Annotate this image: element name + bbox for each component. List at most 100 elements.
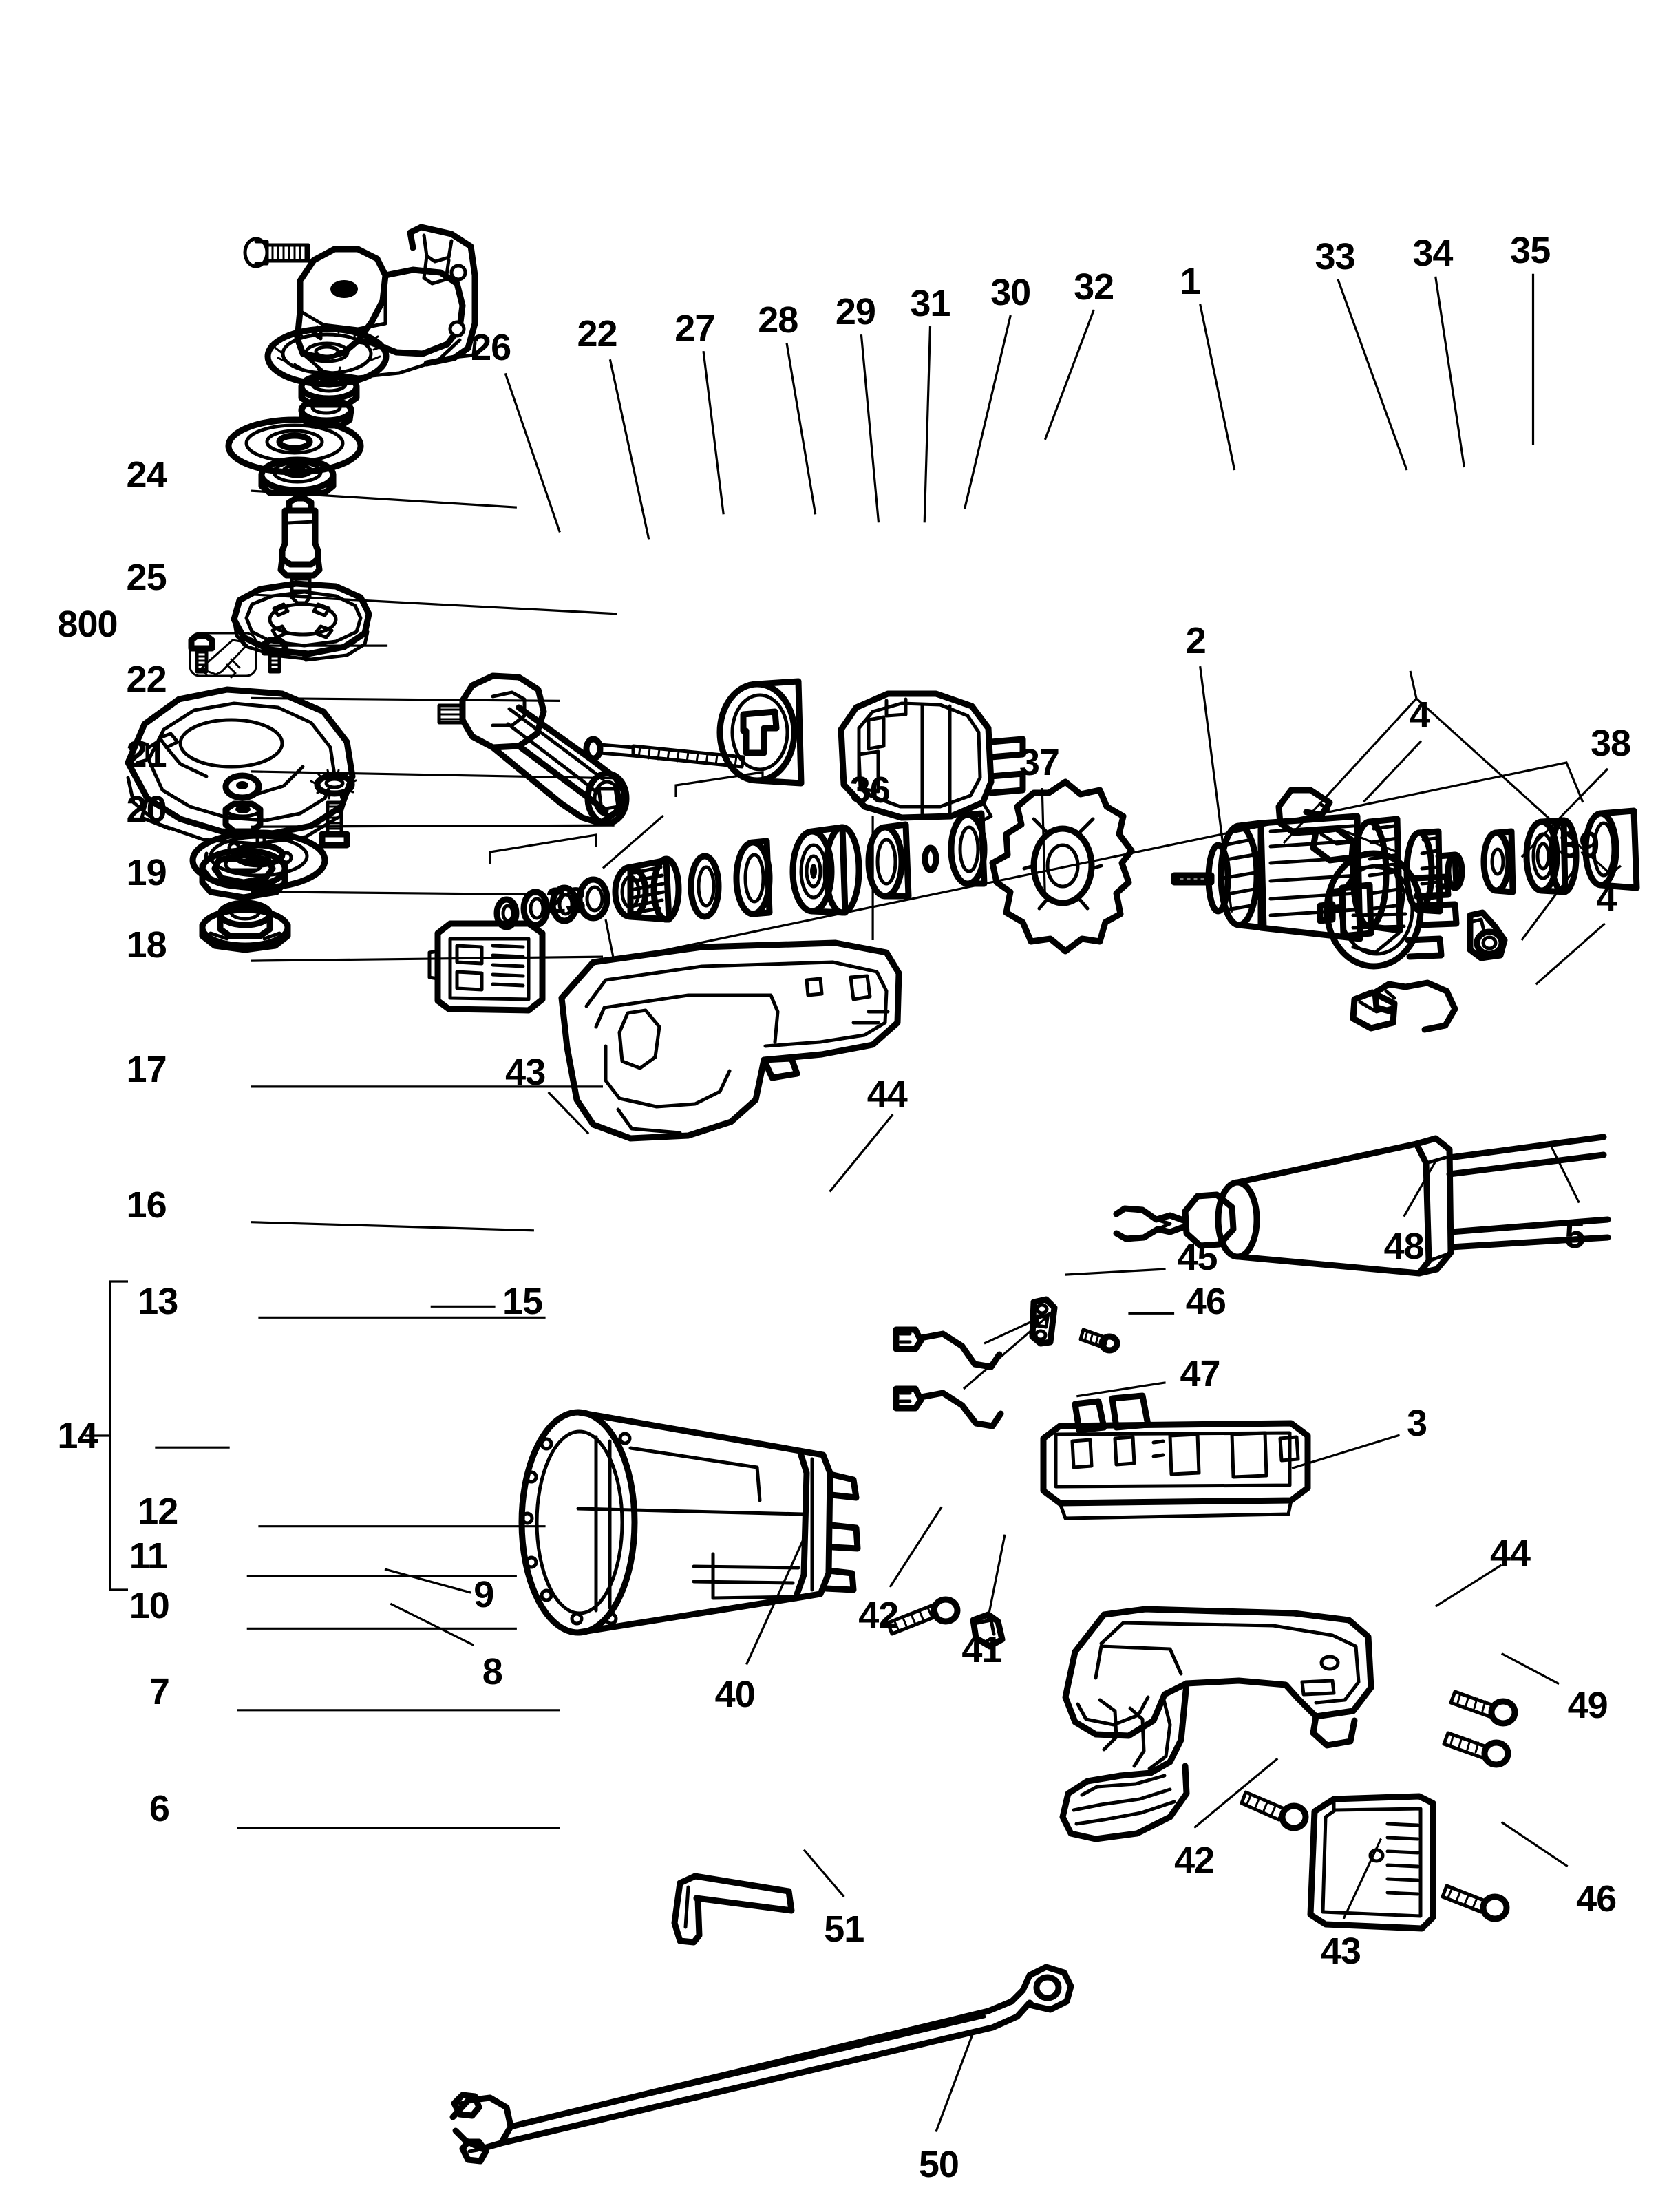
leader-43: [1342, 1838, 1382, 1919]
leader-4: [1363, 740, 1423, 803]
part-18-ball-bearing: [258, 456, 337, 496]
callout-41: 41: [961, 1629, 1002, 1671]
leader-18: [251, 955, 604, 962]
callout-25: 25: [126, 556, 167, 598]
leader-43: [547, 1091, 590, 1135]
callout-50: 50: [918, 2143, 959, 2185]
callout-6: 6: [149, 1788, 170, 1830]
callout-23: 23: [545, 880, 586, 922]
leader-42: [889, 1506, 943, 1588]
leader-44: [1434, 1564, 1502, 1608]
callout-31: 31: [910, 282, 950, 324]
part-32-fan: [989, 778, 1135, 955]
bracket-26: [489, 833, 597, 864]
part-22-pinion-gear: [612, 855, 682, 923]
part-11-flat-washer: [222, 772, 262, 801]
leader-50: [935, 2032, 975, 2133]
leader-28: [785, 342, 817, 515]
leader-42: [1193, 1757, 1279, 1829]
callout-43: 43: [1320, 1931, 1361, 1972]
part-35-bearing-cap: [1582, 807, 1640, 891]
part-6-backing-flange: [199, 900, 291, 953]
leader-25: [251, 593, 617, 615]
part-22-fan: [264, 325, 390, 387]
part-25-gear-case-cover: [294, 224, 478, 379]
leader-27: [702, 351, 725, 515]
callout-42: 42: [858, 1595, 899, 1637]
callout-35: 35: [1510, 230, 1551, 272]
callout-51: 51: [824, 1908, 864, 1950]
part-40-motor-housing: [518, 1409, 861, 1636]
part-42-screw-mid: [886, 1596, 961, 1636]
part-4-terminal-lead-lower: [1350, 979, 1458, 1033]
leader-48: [1403, 1160, 1437, 1217]
callout-36: 36: [849, 769, 891, 811]
leader-45: [1065, 1268, 1166, 1276]
callout-800: 800: [57, 603, 118, 645]
callout-4: 4: [1410, 694, 1430, 736]
leader-22: [251, 696, 560, 702]
part-17-spindle: [277, 495, 323, 605]
callout-22: 22: [126, 659, 167, 701]
callout-4: 4: [1596, 877, 1617, 919]
callout-44: 44: [1489, 1532, 1531, 1574]
leader-5: [1549, 1144, 1580, 1204]
leader-29: [860, 334, 880, 523]
leader-46: [1500, 1821, 1569, 1868]
leader-9: [384, 1568, 471, 1594]
callout-1: 1: [1180, 260, 1200, 302]
callout-29: 29: [835, 290, 876, 332]
callout-24: 24: [126, 454, 167, 496]
callout-39: 39: [1559, 825, 1599, 866]
part-13-screw: [261, 637, 288, 674]
callout-49: 49: [1567, 1684, 1608, 1726]
leader-51: [803, 1849, 845, 1898]
part-34-ball-bearing: [1523, 817, 1580, 895]
callout-3: 3: [1407, 1402, 1427, 1444]
part-29-washer: [865, 821, 912, 900]
leader-32: [1043, 309, 1095, 440]
part-38-brush-holder: [1317, 850, 1460, 970]
callout-46: 46: [1576, 1878, 1617, 1919]
callout-9: 9: [474, 1573, 494, 1615]
part-8-screw: [319, 800, 350, 849]
callout-19: 19: [126, 852, 167, 894]
part-39-carbon-brush: [1467, 909, 1508, 961]
callout-46: 46: [1185, 1281, 1226, 1323]
callout-22: 22: [577, 312, 617, 354]
part-15-screw: [188, 632, 215, 674]
leader-22: [608, 359, 650, 540]
callout-26: 26: [471, 327, 511, 369]
callout-44: 44: [867, 1073, 908, 1115]
part-33-washer: [1480, 828, 1516, 895]
part-10-hex-nut: [222, 800, 264, 835]
leader-30: [964, 315, 1012, 509]
callout-5: 5: [1564, 1214, 1585, 1256]
part-30-bearing: [948, 810, 988, 887]
callout-16: 16: [126, 1184, 167, 1226]
callout-18: 18: [126, 924, 167, 966]
bracket-49: [1341, 829, 1398, 853]
leader-49: [1500, 1652, 1560, 1685]
leader-47: [1076, 1381, 1166, 1398]
callout-32: 32: [1074, 266, 1114, 308]
part-51-hex-key: [671, 1873, 795, 1946]
callout-12: 12: [138, 1491, 178, 1533]
callout-10: 10: [129, 1585, 170, 1627]
bracket-14: [85, 1280, 128, 1591]
callout-48: 48: [1383, 1225, 1425, 1267]
callout-15: 15: [502, 1281, 543, 1323]
callout-38: 38: [1590, 722, 1631, 764]
part-31-pin: [922, 844, 939, 873]
leader-4: [1535, 922, 1606, 986]
callout-43: 43: [505, 1051, 546, 1093]
callout-40: 40: [714, 1673, 756, 1715]
callout-33: 33: [1315, 235, 1356, 277]
part-3-switch: [1040, 1392, 1311, 1520]
leader-1: [1199, 304, 1236, 471]
part-9-lock-washer: [310, 769, 357, 800]
callout-45: 45: [1177, 1236, 1218, 1278]
part-27-bearing-set: [688, 838, 773, 920]
